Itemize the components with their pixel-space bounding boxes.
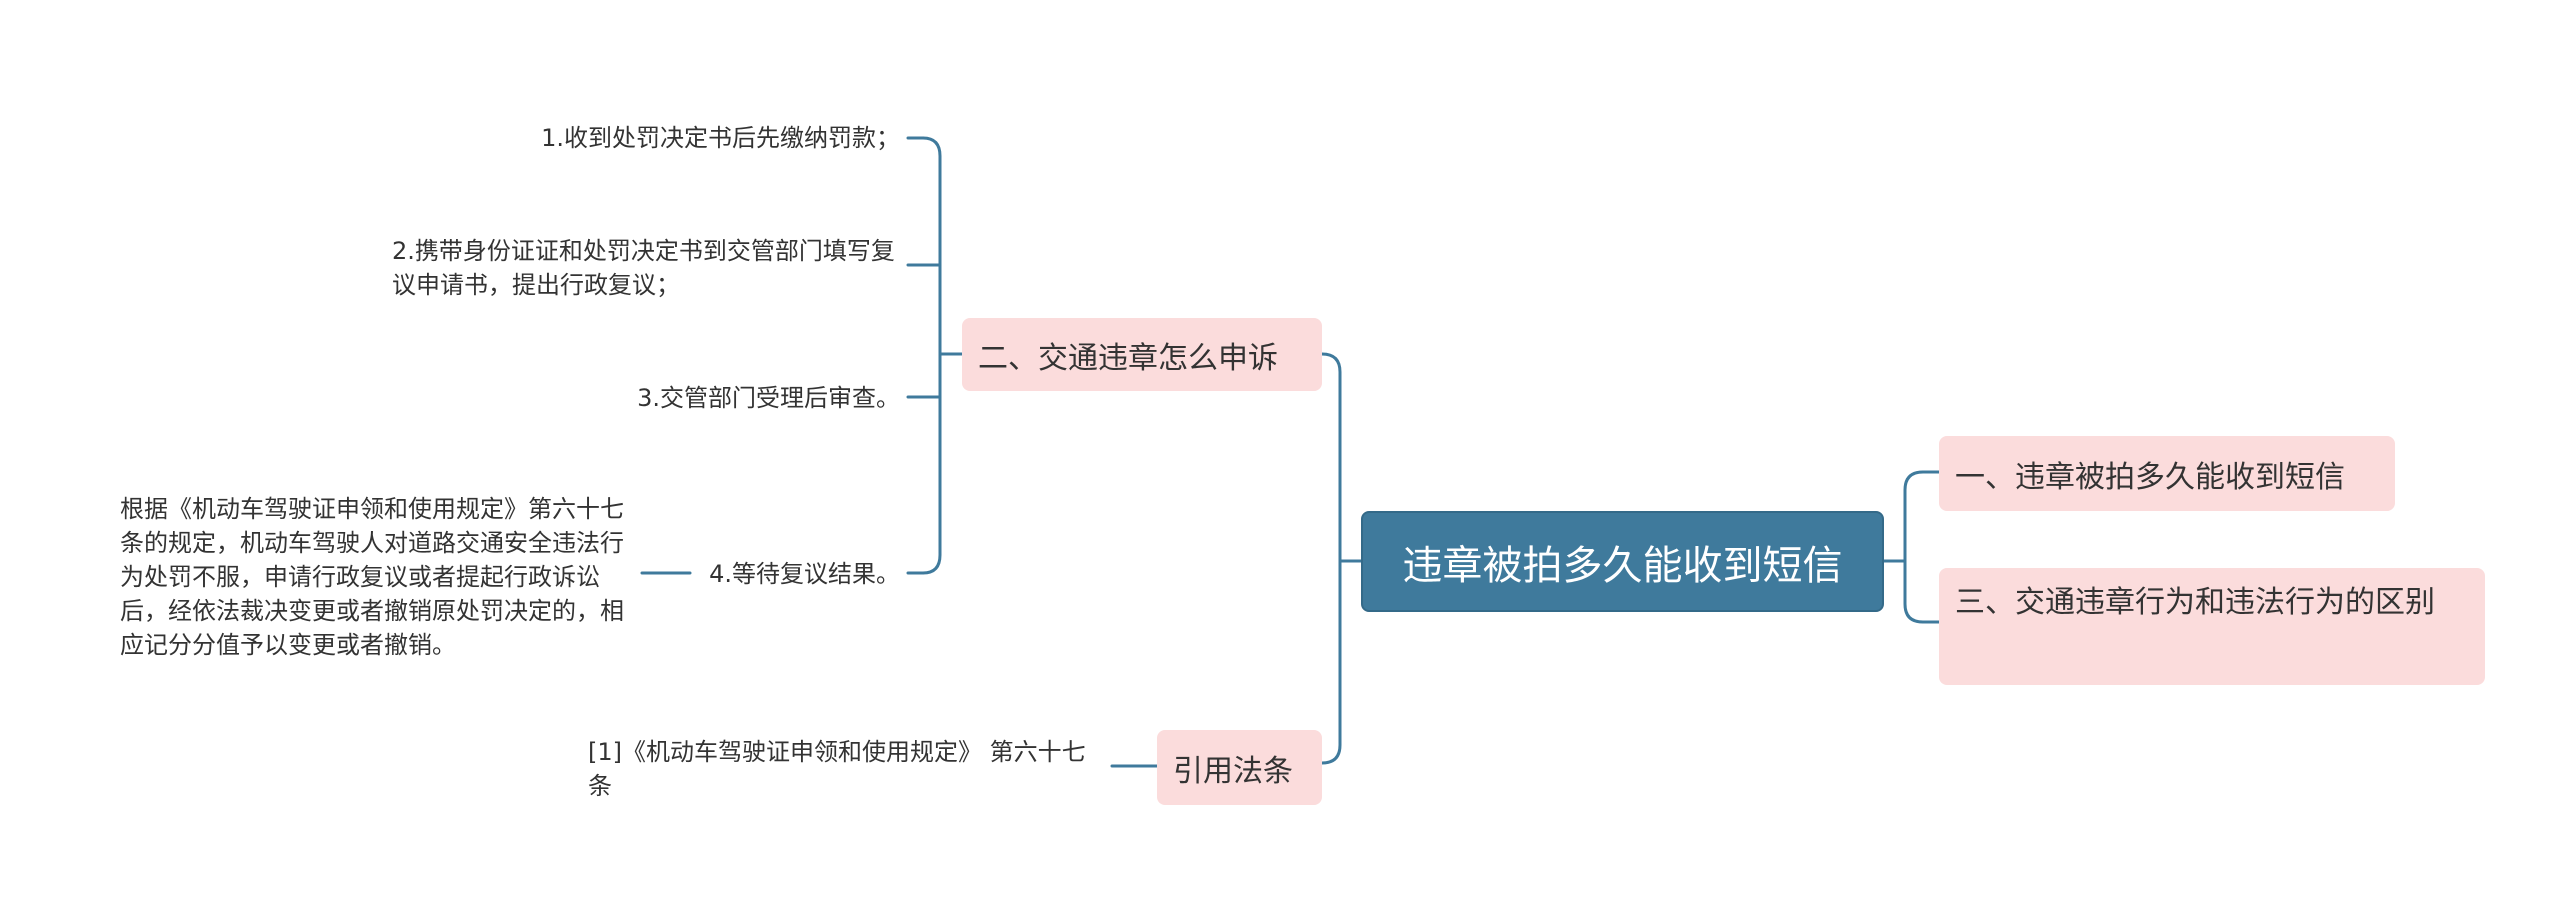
step-3: 3.交管部门受理后审查。 <box>637 384 900 412</box>
step-4-note: 根据《机动车驾驶证申领和使用规定》第六十七条的规定，机动车驾驶人对道路交通安全违… <box>120 495 624 659</box>
step-4: 4.等待复议结果。 <box>709 560 900 588</box>
topic-right-1-label: 一、违章被拍多久能收到短信 <box>1955 459 2345 495</box>
step-1: 1.收到处罚决定书后先缴纳罚款； <box>541 124 900 152</box>
topic-citation[interactable]: 引用法条 <box>1157 730 1322 805</box>
topic-right-1[interactable]: 一、违章被拍多久能收到短信 <box>1939 436 2395 511</box>
connector-left-trunk <box>1320 352 1342 765</box>
topic-appeal[interactable]: 二、交通违章怎么申诉 <box>962 318 1322 391</box>
connector-right-trunk <box>1903 470 1925 624</box>
root-topic[interactable]: 违章被拍多久能收到短信 <box>1361 511 1884 612</box>
citation-reference: [1]《机动车驾驶证申领和使用规定》 第六十七条 <box>588 738 1086 800</box>
topic-citation-label: 引用法条 <box>1173 753 1293 789</box>
topic-appeal-label: 二、交通违章怎么申诉 <box>978 340 1278 376</box>
step-2: 2.携带身份证证和处罚决定书到交管部门填写复议申请书，提出行政复议； <box>392 237 895 299</box>
connector-appeal-trunk <box>921 136 942 575</box>
root-topic-label: 违章被拍多久能收到短信 <box>1402 542 1843 589</box>
topic-right-2-label: 三、交通违章行为和违法行为的区别 <box>1955 585 2435 620</box>
topic-right-2[interactable]: 三、交通违章行为和违法行为的区别 <box>1939 568 2485 685</box>
